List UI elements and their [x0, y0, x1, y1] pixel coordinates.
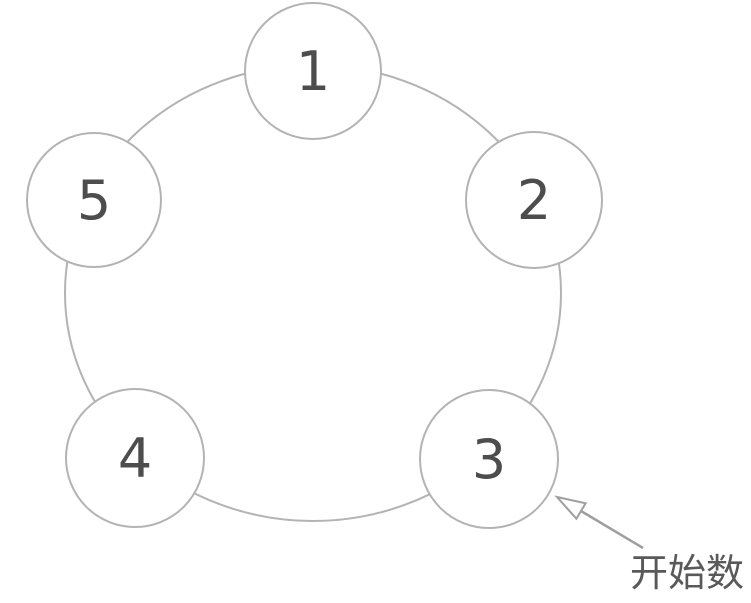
node-2: 2	[465, 131, 603, 269]
node-3-circle	[419, 389, 559, 529]
node-3: 3	[419, 389, 559, 529]
node-1: 1	[244, 2, 382, 140]
node-3-label: 3	[472, 428, 506, 491]
node-2-label: 2	[517, 169, 551, 232]
node-4-circle	[65, 388, 205, 528]
arrow-head-icon	[554, 495, 588, 521]
annotation-label: 开始数	[630, 551, 744, 595]
node-5: 5	[26, 132, 162, 268]
node-4: 4	[65, 388, 205, 528]
node-5-label: 5	[77, 169, 111, 232]
node-1-circle	[244, 2, 382, 140]
node-5-circle	[26, 132, 162, 268]
node-2-circle	[465, 131, 603, 269]
arrow-shaft	[580, 509, 644, 550]
annotation-arrow	[554, 495, 644, 550]
node-4-label: 4	[118, 427, 152, 490]
node-1-label: 1	[296, 40, 330, 103]
